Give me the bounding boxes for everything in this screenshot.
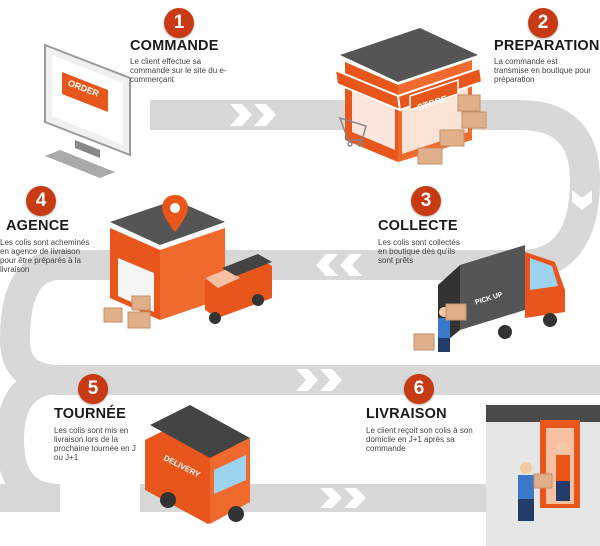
pickup-truck-illustration: PICK UP: [413, 245, 565, 352]
chevron-icon: [572, 190, 592, 210]
step-title: AGENCE: [6, 218, 70, 234]
boxes: [103, 295, 151, 329]
courier-icon: [518, 462, 534, 521]
agency-illustration: [103, 195, 272, 329]
step-title: COMMANDE: [130, 38, 219, 54]
step-number-badge: 5: [78, 374, 108, 404]
van: [205, 254, 272, 324]
chevron-icon: [296, 369, 318, 391]
road-curve-left-lower: [0, 366, 61, 512]
step-description: Les colis sont mis en livraison lors de …: [54, 426, 136, 462]
step-title: LIVRAISON: [366, 406, 447, 422]
computer-illustration: ORDER: [44, 43, 131, 178]
chevron-icon: [316, 254, 338, 276]
delivery-van-illustration: DELIVERY: [145, 405, 250, 524]
cart-icon: [338, 116, 367, 147]
parcel: [533, 473, 553, 489]
step-number-badge: 4: [26, 186, 56, 216]
chevron-icon: [344, 488, 366, 508]
chevron-icon: [320, 488, 342, 508]
step-description: La commande est transmise en boutique po…: [494, 57, 591, 84]
customer-icon: [556, 442, 570, 501]
store-illustration: STORE: [333, 28, 487, 165]
step-title: COLLECTE: [378, 218, 458, 234]
step-title: TOURNÉE: [54, 406, 127, 422]
chevron-icon: [340, 254, 362, 276]
step-number-badge: 6: [404, 374, 434, 404]
chevron-icon: [230, 104, 252, 126]
step-number-badge: 3: [411, 186, 441, 216]
location-pin-icon: [162, 195, 188, 232]
step-number-badge: 1: [164, 8, 194, 38]
step-title: PREPARATION: [494, 38, 600, 54]
step-description: Les colis sont acheminés en agence de li…: [0, 238, 90, 274]
chevron-icon: [254, 104, 276, 126]
chevron-icon: [320, 369, 342, 391]
boxes: [417, 94, 487, 165]
step-number-badge: 2: [528, 8, 558, 38]
step-description: Les colis sont collectés en boutique dès…: [378, 238, 460, 265]
step-description: Le client effectue sa commande sur le si…: [130, 57, 227, 84]
house-door-illustration: [486, 405, 600, 546]
road-arrows: [230, 104, 592, 508]
step-description: Le client reçoit son colis à son domicil…: [366, 426, 473, 453]
boxes: [413, 303, 467, 351]
